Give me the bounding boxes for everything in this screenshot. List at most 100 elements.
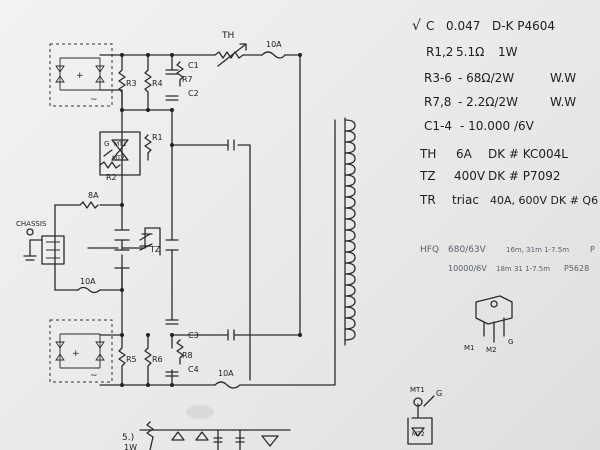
part-label: R1,2	[426, 45, 453, 59]
label-mt2: MT2	[112, 155, 125, 162]
bottom-strip	[139, 405, 291, 450]
label-th: TH	[221, 31, 234, 41]
capacitor-h2	[227, 329, 235, 341]
capacitor-left	[114, 229, 130, 241]
part-note: DK # P7092	[488, 169, 561, 183]
junction-dots	[120, 53, 302, 387]
resistor-r3	[118, 69, 126, 97]
part-label: R3-6	[424, 71, 452, 85]
faint-note-dims: 18m 31 1-7.5m	[496, 265, 550, 273]
label-fuse-top: 10A	[266, 40, 282, 49]
part-note: W.W	[550, 95, 576, 109]
part-label: TZ	[419, 169, 436, 183]
bottom-diode-bridge: + ~	[49, 319, 113, 383]
part-value: 400V	[454, 169, 486, 183]
faint-note-tail: P	[590, 245, 595, 254]
label-r3: R3	[126, 79, 137, 88]
part-label: R7,8	[424, 95, 451, 109]
resistor-r1	[144, 134, 152, 161]
part-value: - 10.000 /6V	[460, 119, 535, 133]
capacitor-c3-vert	[165, 319, 179, 325]
resistor-r2	[99, 161, 121, 169]
fuse-bottom	[214, 381, 241, 389]
part-value: 0.047	[446, 19, 480, 33]
faint-note-spec: 10000/6V	[448, 264, 487, 273]
resistor-r6	[144, 347, 152, 371]
label-bottom: 5.)	[122, 433, 134, 443]
label-tz: TZ	[149, 245, 161, 254]
triac-package	[475, 295, 513, 343]
pin-m1: M1	[464, 344, 475, 352]
check-mark: √	[412, 18, 421, 34]
resistor-r8	[176, 339, 184, 365]
capacitor-c1	[165, 69, 179, 75]
part-value: - 68Ω/2W	[458, 71, 514, 85]
label-bottom2: 1W	[124, 443, 137, 450]
tz-element	[139, 233, 153, 251]
part-label: TR	[419, 193, 436, 207]
label-r2: R2	[106, 173, 117, 182]
faint-notes: HFQ 680/63V 16m, 31m 1-7.5m P 10000/6V 1…	[420, 245, 595, 273]
symbol-mt2: MT2	[412, 431, 425, 438]
label-chassis: CHASSIS	[16, 220, 47, 228]
label-r8: R8	[182, 351, 193, 360]
pin-m2: M2	[486, 346, 497, 354]
capacitor-h1	[227, 139, 235, 151]
faint-note-spec: 680/63V	[448, 245, 487, 255]
top-diode-bridge: + ~	[49, 43, 113, 107]
resistor-r5	[118, 347, 126, 371]
label-r1: R1	[152, 133, 163, 142]
symbol-g: G	[436, 389, 442, 398]
label-g: G	[104, 140, 109, 148]
faint-note-dims: 16m, 31m 1-7.5m	[506, 246, 569, 254]
label-r5: R5	[126, 355, 137, 364]
triac-small	[103, 139, 129, 161]
transformer-coil	[344, 117, 356, 346]
svg-text:+: +	[76, 71, 84, 81]
fuse-top	[261, 51, 286, 59]
part-note: 1W	[498, 45, 518, 59]
part-label: C	[426, 19, 434, 33]
capacitor-c4	[165, 371, 179, 377]
label-r4: R4	[152, 79, 163, 88]
label-c1: C1	[188, 61, 199, 70]
part-note: DK # KC004L	[488, 147, 568, 161]
resistor-8a	[79, 201, 99, 209]
label-c2: C2	[188, 89, 199, 98]
parts-list: √ C 0.047 D-K P4604 R1,2 5.1Ω 1W R3-6 - …	[412, 18, 598, 207]
part-label: C1-4	[424, 119, 452, 133]
part-value: 5.1Ω	[456, 45, 484, 59]
svg-text:~: ~	[90, 95, 98, 105]
label-fuse-10a-left: 10A	[80, 277, 96, 286]
resistors	[79, 61, 184, 371]
part-note: D-K P4604	[492, 19, 555, 33]
part-value: triac	[452, 193, 479, 207]
resistor-r4	[144, 69, 152, 97]
fuse-left-bottom	[77, 286, 101, 294]
faint-note-label: HFQ	[420, 245, 439, 255]
faint-note-tail: P5628	[564, 264, 589, 273]
part-value: 6A	[456, 147, 473, 161]
triac-symbol	[407, 395, 435, 445]
capacitor-left2	[114, 249, 130, 269]
label-c4: C4	[188, 365, 199, 374]
capacitor-c2	[165, 95, 179, 101]
thermistor-th	[214, 43, 251, 67]
symbol-mt1: MT1	[410, 386, 425, 394]
chassis-connector	[23, 228, 65, 265]
resistor-r7	[176, 61, 184, 87]
part-note: 40A, 600V DK # Q6	[490, 194, 598, 207]
part-value: - 2.2Ω/2W	[458, 95, 518, 109]
label-r6: R6	[152, 355, 163, 364]
label-fuse-8a: 8A	[88, 191, 99, 200]
capacitor-mid	[165, 239, 179, 251]
schematic-labels: TH 10A 10A 8A 10A C1 C2 C3 C4 R1 R2 R3 R…	[16, 31, 513, 450]
fuses	[77, 51, 286, 389]
capacitors	[114, 69, 235, 377]
label-fuse-bottom: 10A	[218, 369, 234, 378]
label-r7: R7	[182, 75, 193, 84]
part-note: W.W	[550, 71, 576, 85]
label-mt1: MT1	[114, 141, 127, 148]
